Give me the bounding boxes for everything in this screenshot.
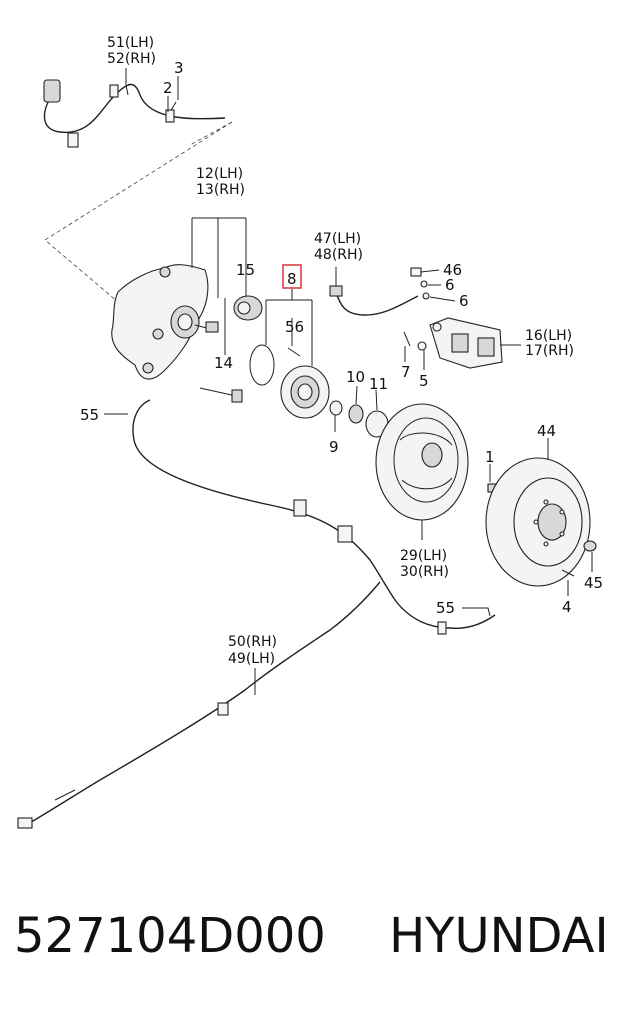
brand-name: HYUNDAI [389,908,609,964]
callout-7: 7 [401,363,411,381]
callout-14: 14 [214,354,233,372]
backing-plate [375,403,497,521]
callout-52: 52(RH) [107,51,156,67]
callout-8: 8 [287,270,297,288]
callout-16: 16(LH) [525,328,572,344]
callout-55a: 55 [80,406,99,424]
callout-47: 47(LH) [314,231,361,247]
part-number: 527104D000 [14,908,326,964]
callout-5: 5 [419,372,429,390]
axle-nut-set [329,400,389,438]
footer-caption: 527104D000 HYUNDAI [14,908,614,968]
callout-12: 12(LH) [196,166,243,182]
callout-1: 1 [485,448,495,466]
callout-46: 46 [443,261,462,279]
leader-lines [104,68,593,695]
callout-9: 9 [329,438,339,456]
callout-4: 4 [562,598,572,616]
callout-55b: 55 [436,599,455,617]
callout-30: 30(RH) [400,564,449,580]
brake-hose [329,267,430,316]
callout-45: 45 [584,574,603,592]
callout-50: 50(RH) [228,634,277,650]
bushing [233,295,263,321]
callout-6a: 6 [445,276,455,294]
callout-11: 11 [369,375,388,393]
callout-56: 56 [285,318,304,336]
callout-labels: 51(LH) 52(RH) 3 2 12(LH) 13(RH) 15 14 8 … [80,35,603,667]
wheel-speed-sensor [43,79,226,148]
hub-bearing [249,344,330,419]
callout-15: 15 [236,261,255,279]
callout-49: 49(LH) [228,651,275,667]
callout-3: 3 [174,59,184,77]
bolt-14 [199,387,243,403]
callout-29: 29(LH) [400,548,447,564]
highlight-box [282,264,302,289]
brake-caliper [403,317,503,369]
callout-51: 51(LH) [107,35,154,51]
parking-brake-cable [17,399,496,829]
brake-disc [485,457,597,587]
parts-diagram: 51(LH) 52(RH) 3 2 12(LH) 13(RH) 15 14 8 … [17,35,603,829]
callout-10: 10 [346,368,365,386]
callout-17: 17(RH) [525,343,574,359]
callout-44: 44 [537,422,556,440]
callout-6b: 6 [459,292,469,310]
callout-48: 48(RH) [314,247,363,263]
knuckle [111,264,219,380]
callout-13: 13(RH) [196,182,245,198]
callout-2: 2 [163,79,173,97]
